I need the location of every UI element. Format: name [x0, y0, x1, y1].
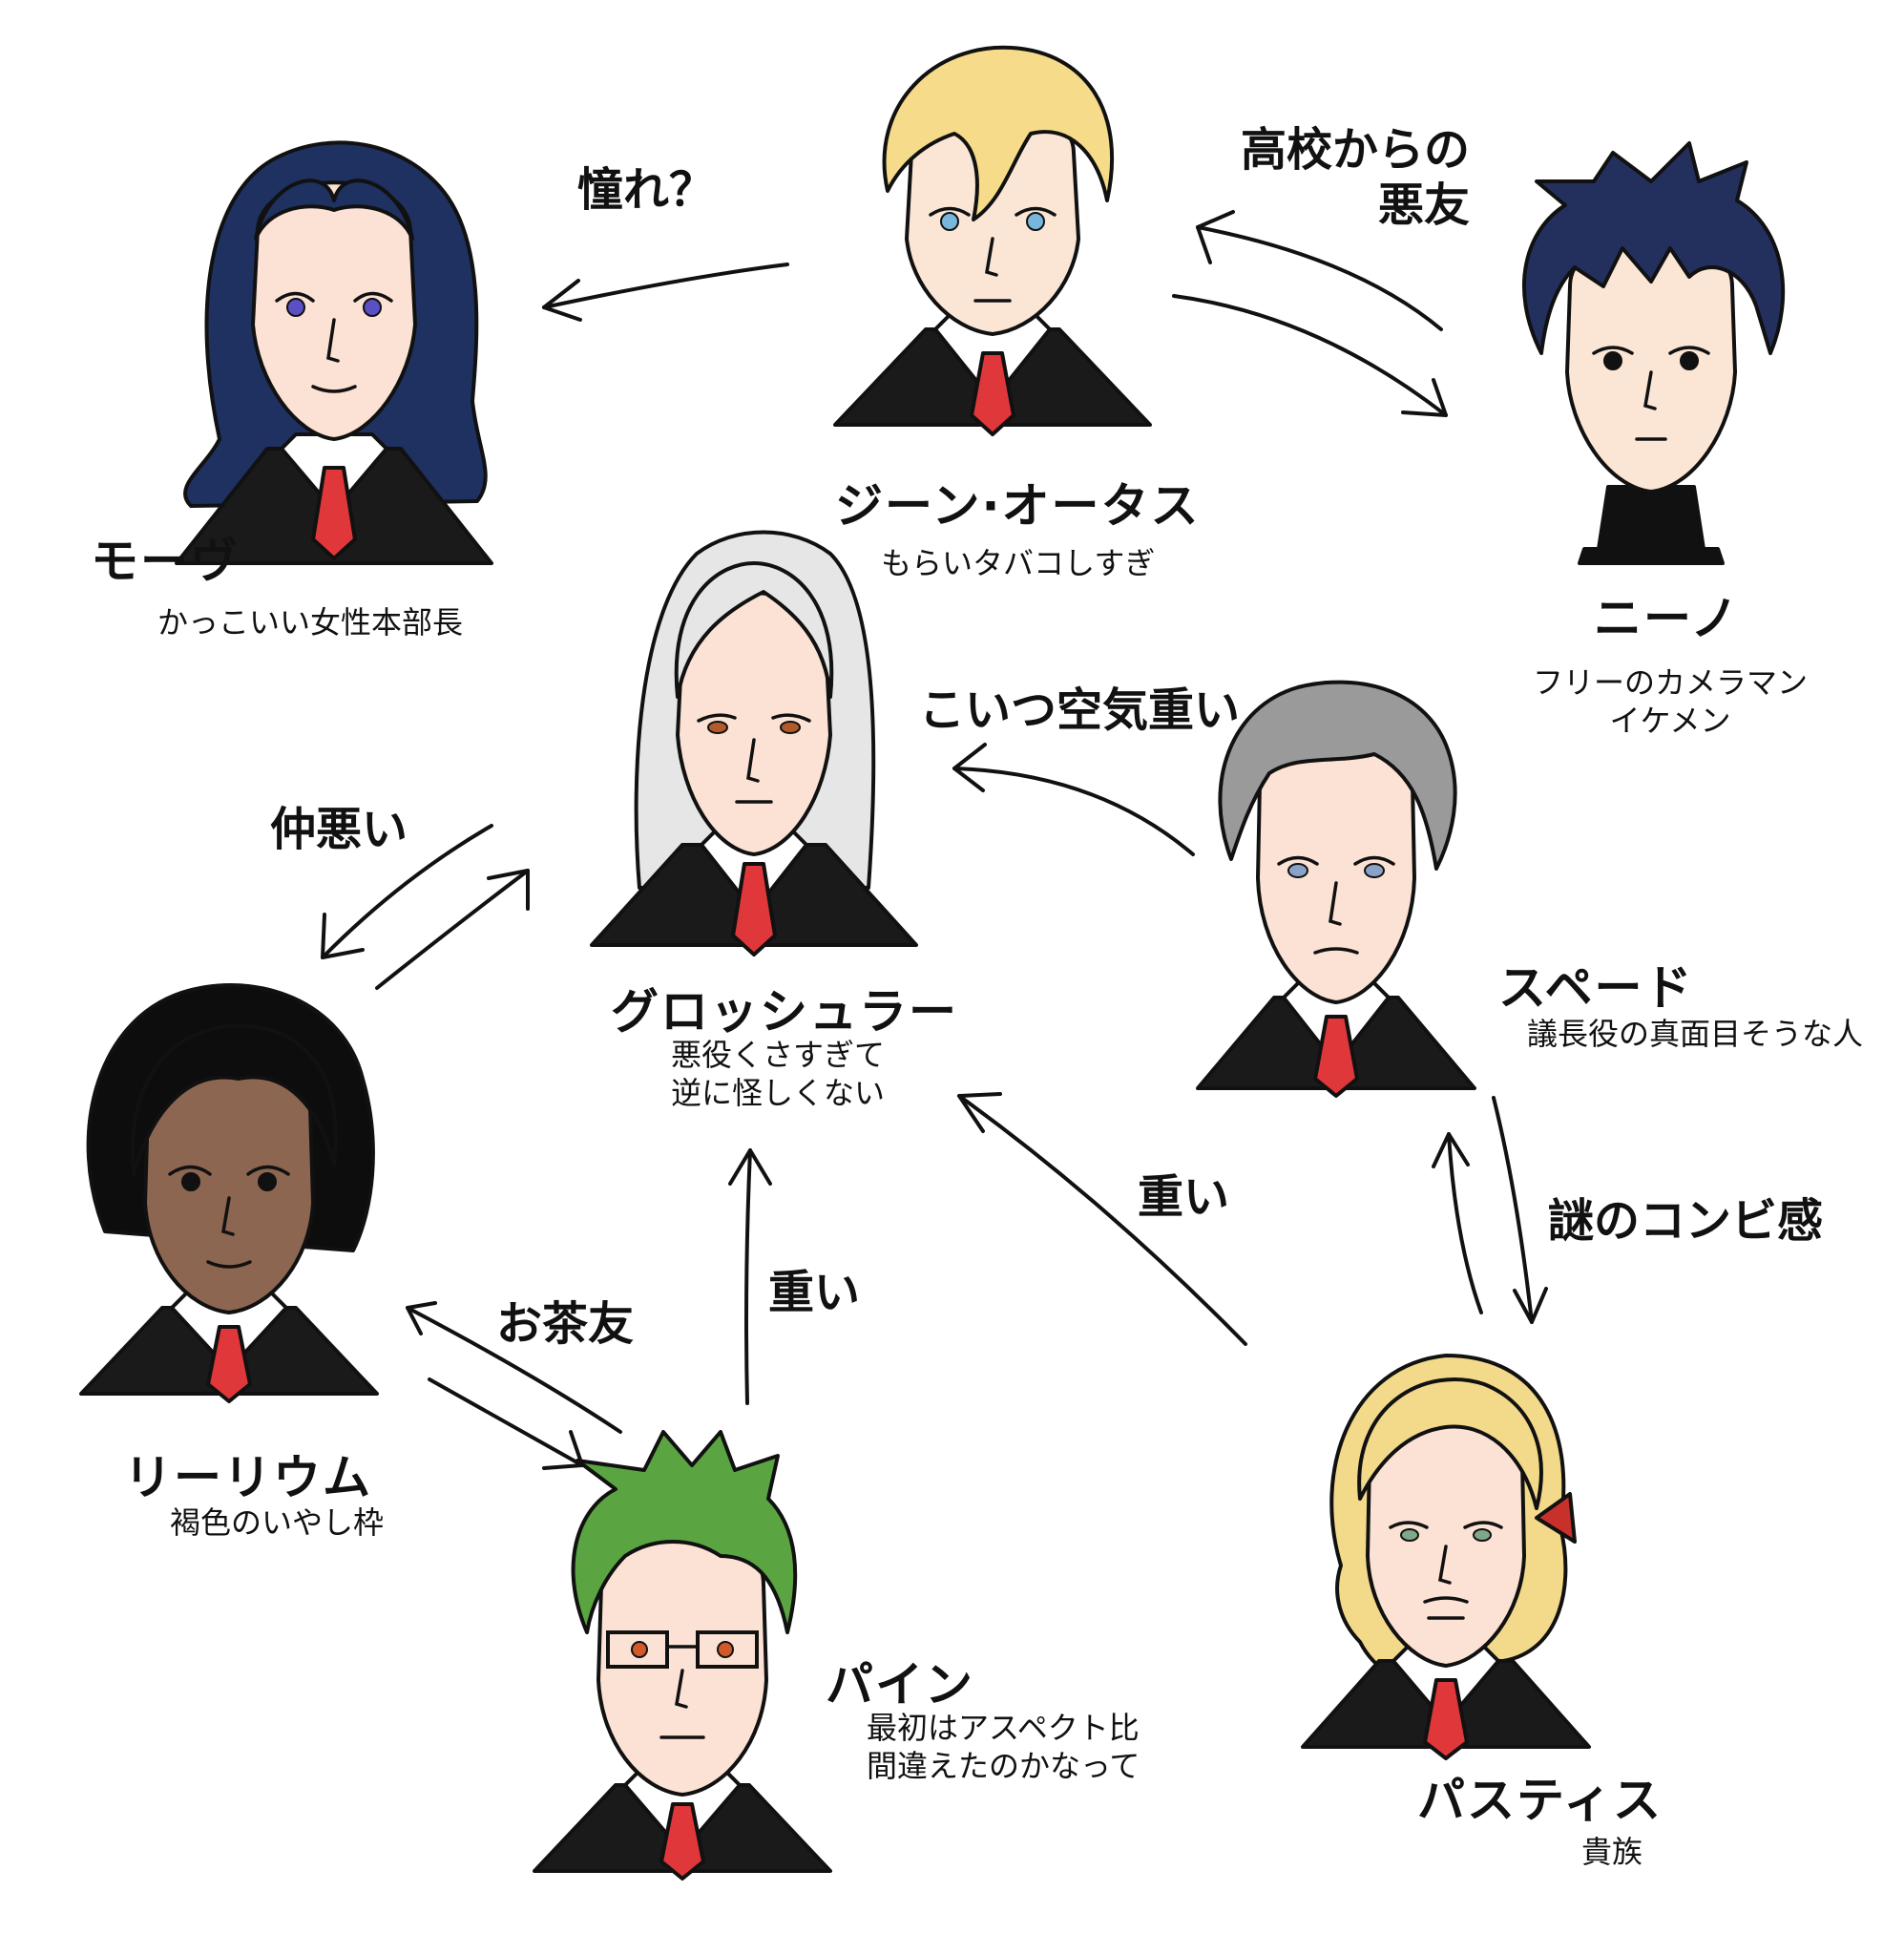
portrait-gene — [833, 45, 1152, 436]
arrow-nino-to-gene — [1196, 225, 1443, 331]
grosch-eye-right — [780, 721, 801, 734]
pastis-ribbon — [1535, 1492, 1577, 1544]
mauve-tie — [311, 466, 357, 560]
arrow-grosch-to-lilium — [321, 824, 493, 959]
relation-label-spade-pastis: 謎のコンビ感 — [1548, 1194, 1824, 1248]
lilium-hair-front — [130, 1023, 338, 1176]
portrait-pastis — [1301, 1354, 1591, 1760]
pastis-eye-right — [1473, 1528, 1492, 1542]
portrait-spade — [1196, 680, 1476, 1098]
desc-lilium: 褐色のいやし枠 — [170, 1504, 385, 1541]
arrow-lilium-to-pine — [428, 1377, 584, 1467]
desc-pine: 最初はアスペクト比 間違えたのかなって — [867, 1709, 1140, 1785]
desc-grosch-line-2: 逆に怪しくない — [670, 1075, 885, 1111]
gene-hair — [882, 45, 1115, 221]
mauve-hair-front — [254, 179, 414, 241]
name-mauve: モーヴ — [91, 534, 240, 589]
pine-glasses-left — [606, 1630, 669, 1669]
name-lilium: リーリウム — [124, 1450, 372, 1505]
spade-tie — [1313, 1015, 1359, 1098]
spade-eye-right — [1364, 863, 1385, 878]
desc-pine-line-1: 最初はアスペクト比 — [867, 1710, 1140, 1746]
relation-label-pastis-grosch: 重い — [1138, 1170, 1230, 1224]
nino-eye-right — [1680, 351, 1699, 370]
name-pine: パイン — [826, 1657, 974, 1713]
pastis-eye-left — [1400, 1528, 1419, 1542]
desc-pine-line-2: 間違えたのかなって — [867, 1748, 1140, 1784]
name-pastis: パスティス — [1417, 1773, 1663, 1828]
lilium-eye-left — [181, 1172, 200, 1191]
portrait-lilium — [79, 983, 379, 1403]
gene-eye-left — [940, 212, 959, 231]
relation-label-lilium-pine: お茶友 — [496, 1297, 635, 1351]
arrow-lilium-to-grosch — [375, 869, 530, 990]
relation-label-grosch-lilium: 仲悪い — [270, 803, 408, 856]
arrow-pine-to-grosch — [744, 1148, 752, 1405]
pine-hair — [571, 1430, 798, 1634]
pine-glasses-right — [696, 1630, 759, 1669]
pine-eye-left — [631, 1641, 648, 1658]
pastis-hair-front — [1357, 1377, 1543, 1510]
arrow-gene-to-nino — [1172, 294, 1448, 417]
portrait-mauve — [175, 140, 493, 565]
relation-arrows — [321, 210, 1548, 1470]
grosch-tie — [731, 862, 777, 956]
desc-nino-line-1: フリーのカメラマン — [1532, 664, 1808, 701]
relation-label-gene-nino-line-1: 高校からの — [1240, 123, 1470, 177]
arrow-pastis-to-grosch — [957, 1094, 1247, 1346]
spade-hair — [1218, 680, 1457, 871]
spade-face — [1256, 730, 1416, 1004]
desc-grosch: 悪役くさすぎて 逆に怪しくない — [635, 1036, 921, 1112]
name-spade: スペード — [1498, 960, 1694, 1016]
relation-label-gene-nino: 高校からの 悪友 — [1183, 122, 1470, 233]
pastis-tie — [1423, 1678, 1469, 1760]
desc-gene: もらいタバコしすぎ — [881, 545, 1156, 581]
arrow-spade-to-grosch — [952, 767, 1195, 856]
gene-tie — [970, 351, 1015, 436]
spade-eye-left — [1287, 863, 1308, 878]
lilium-eye-right — [258, 1172, 277, 1191]
arrow-pine-to-lilium — [406, 1306, 622, 1434]
nino-turtleneck — [1578, 485, 1725, 565]
name-gene: ジーン·オータス — [835, 478, 1201, 534]
name-grosch: グロッシュラー — [611, 984, 958, 1040]
name-nino: ニーノ — [1594, 591, 1740, 646]
grosch-hair-front — [674, 561, 834, 699]
relation-label-gene-nino-line-2: 悪友 — [1377, 179, 1470, 232]
arrow-spade-to-pastis — [1492, 1096, 1534, 1324]
gene-eye-right — [1026, 212, 1045, 231]
desc-mauve: かっこいい女性本部長 — [157, 604, 464, 641]
mauve-eye-right — [363, 298, 382, 317]
nino-hair — [1521, 141, 1786, 355]
pine-face — [596, 1525, 768, 1797]
mauve-eye-left — [286, 298, 305, 317]
nino-eye-left — [1603, 351, 1622, 370]
pine-eye-right — [717, 1641, 734, 1658]
relation-label-gene-mauve: 憧れ？ — [577, 163, 716, 217]
desc-nino: フリーのカメラマン イケメン — [1508, 663, 1832, 740]
portrait-pine — [533, 1430, 832, 1881]
portrait-grosch — [590, 530, 918, 956]
lilium-tie — [206, 1325, 252, 1403]
arrow-gene-to-mauve — [542, 263, 789, 309]
desc-nino-line-2: イケメン — [1609, 703, 1731, 739]
pine-tie — [659, 1802, 705, 1881]
grosch-eye-left — [707, 721, 728, 734]
desc-spade: 議長役の真面目そうな人 — [1527, 1016, 1864, 1052]
desc-grosch-line-1: 悪役くさすぎて — [670, 1037, 885, 1073]
relation-label-pine-grosch: 重い — [768, 1266, 861, 1319]
arrow-pastis-to-spade — [1447, 1132, 1483, 1314]
relation-label-spade-grosch: こいつ空気重い — [919, 683, 1241, 737]
desc-pastis: 貴族 — [1581, 1834, 1643, 1870]
portrait-nino — [1521, 141, 1786, 565]
